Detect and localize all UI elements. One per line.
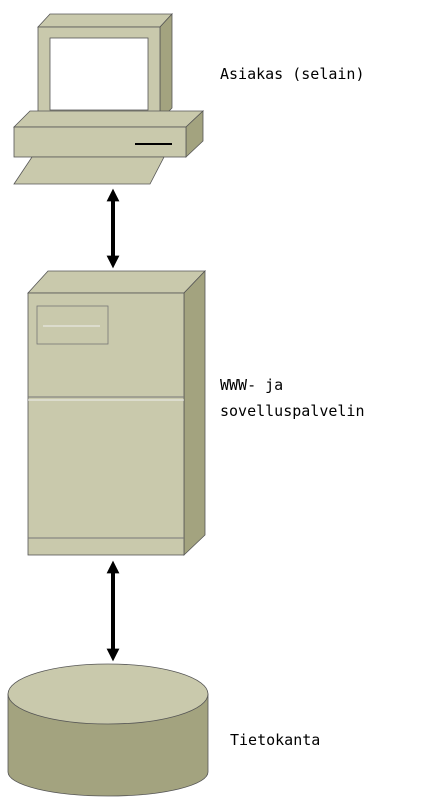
monitor-screen [49, 37, 149, 111]
database-label: Tietokanta [230, 731, 321, 749]
cylinder-top [7, 663, 209, 725]
client-label: Asiakas (selain) [220, 65, 365, 83]
monitor-top [37, 13, 173, 28]
server-label-line2: sovelluspalvelin [220, 402, 365, 420]
base-front [13, 126, 187, 158]
tower-server-icon [27, 270, 206, 556]
server-side [183, 270, 206, 556]
base-top [13, 110, 205, 128]
monitor-side [159, 12, 173, 121]
server-label-line1: WWW- ja [220, 376, 284, 394]
server-top [27, 270, 206, 294]
desktop-computer-icon [13, 12, 205, 185]
keyboard [13, 156, 165, 185]
server-panel [36, 305, 109, 345]
database-cylinder-icon [7, 663, 209, 797]
